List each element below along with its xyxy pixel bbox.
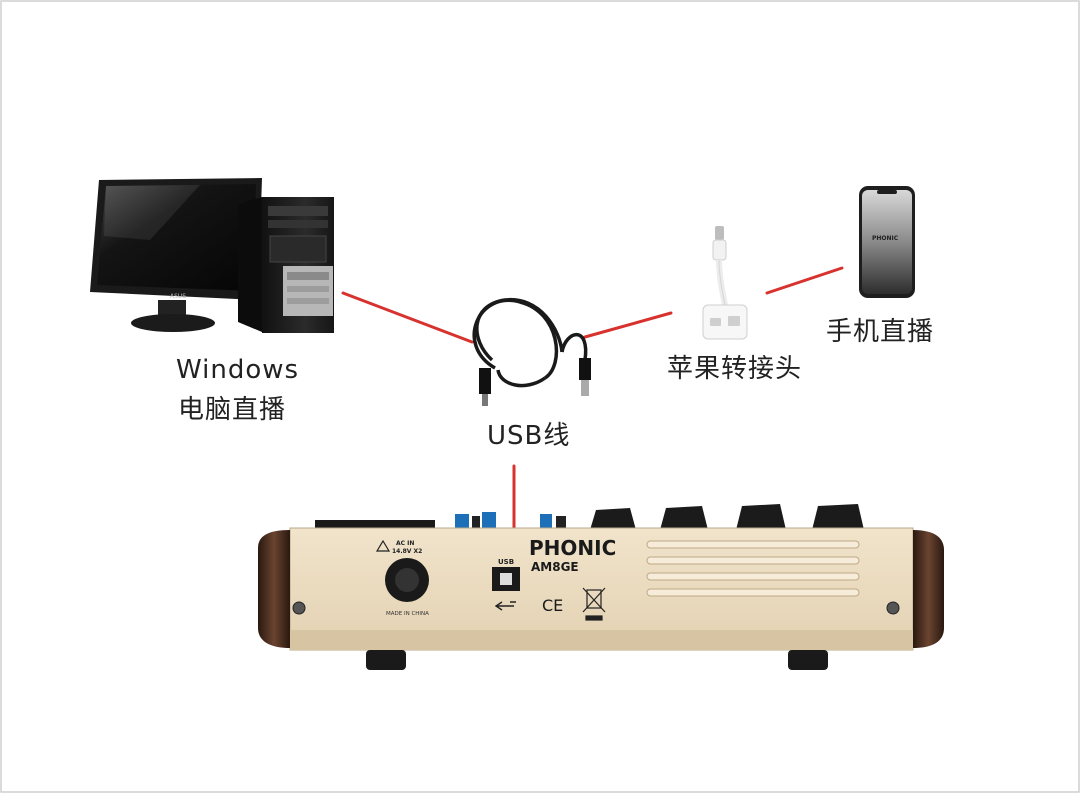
usb-cable-label: USB线 <box>487 420 570 452</box>
line-usb-to-adapter <box>585 313 671 337</box>
phone-screen-logo: PHONIC <box>872 235 899 242</box>
lightning-adapter-icon <box>703 226 747 339</box>
smartphone-icon: PHONIC <box>859 186 915 298</box>
ac-in-label: AC IN <box>396 540 414 547</box>
mixer-model-label: AM8GE <box>531 560 579 574</box>
phone-live-label: 手机直播 <box>826 316 934 348</box>
usb-cable-icon <box>474 300 591 406</box>
line-pc-to-usb <box>343 293 472 342</box>
pc-live-label: 电脑直播 <box>178 394 286 426</box>
desktop-computer-icon: ASUS <box>90 178 334 333</box>
ac-voltage-label: 14.8V X2 <box>392 548 422 555</box>
line-adapter-to-phone <box>767 268 842 293</box>
mixer-brand-label: PHONIC <box>529 536 616 560</box>
usb-port-label: USB <box>498 558 514 566</box>
monitor-brand-label: ASUS <box>170 293 186 300</box>
audio-mixer-icon: AC IN 14.8V X2 MADE IN CHINA USB PHONIC … <box>258 504 944 670</box>
apple-adapter-label: 苹果转接头 <box>667 353 802 385</box>
made-in-label: MADE IN CHINA <box>386 611 429 617</box>
windows-label: Windows <box>176 354 299 386</box>
ce-mark: CE <box>542 596 563 615</box>
